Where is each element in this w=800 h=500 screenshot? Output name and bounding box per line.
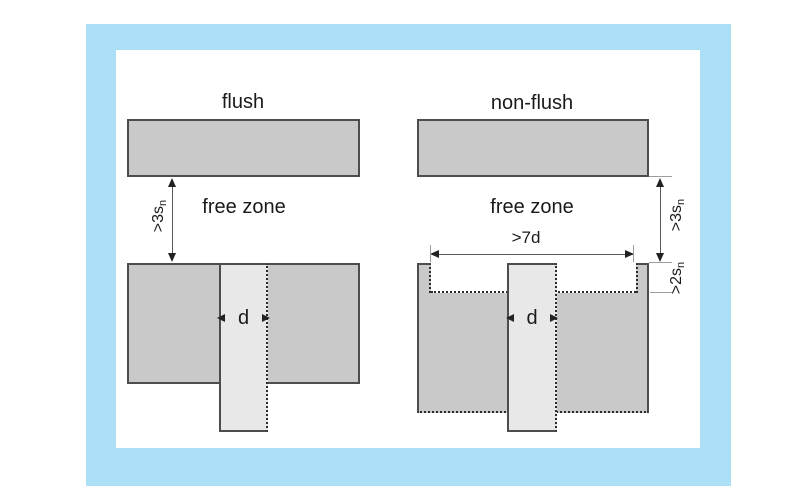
arrow-left-icon (430, 250, 439, 258)
witness-line-right (633, 245, 634, 262)
recess-depth-dim-label: >2sn (668, 248, 687, 308)
recess-dim-sub: n (675, 261, 687, 268)
non-flush-target-plate (417, 119, 649, 177)
arrow-left-icon (506, 314, 514, 322)
arrow-down-icon (168, 253, 176, 262)
gap-dim-main: >3s (668, 204, 685, 232)
non-flush-diameter-annotation: d (506, 308, 558, 328)
recess-wall-left (417, 263, 431, 293)
non-flush-gap-dim-label: >3sn (668, 175, 687, 255)
non-flush-free-zone-label: free zone (490, 196, 574, 218)
diameter-label: d (526, 307, 538, 329)
arrow-right-icon (262, 314, 270, 322)
arrow-left-icon (217, 314, 225, 322)
recess-wall-right (636, 263, 649, 293)
flush-sensor (219, 263, 268, 432)
flush-free-zone-label: free zone (202, 196, 286, 218)
recess-dim-main: >2s (668, 267, 685, 295)
flush-gap-arrow-shaft (172, 180, 173, 260)
arrow-up-icon (168, 178, 176, 187)
arrow-right-icon (550, 314, 558, 322)
non-flush-title: non-flush (490, 92, 574, 114)
diameter-label: d (237, 307, 250, 329)
extension-tick-recess-bottom (650, 292, 672, 293)
non-flush-sensor (507, 263, 557, 432)
arrow-right-icon (625, 250, 634, 258)
gap-dim-sub: n (675, 198, 687, 205)
extension-tick-plate (649, 176, 672, 177)
border-frame (86, 24, 731, 486)
width-dim-label: >7d (511, 228, 541, 247)
witness-line-left (430, 245, 431, 262)
non-flush-gap-arrow-shaft (660, 180, 661, 260)
arrow-down-icon (656, 253, 664, 262)
extension-tick-wall-top (649, 262, 672, 263)
flush-diameter-annotation: d (217, 308, 270, 328)
flush-title: flush (221, 91, 265, 113)
flush-target-plate (127, 119, 360, 177)
arrow-up-icon (656, 178, 664, 187)
width-arrow-shaft (432, 254, 633, 255)
